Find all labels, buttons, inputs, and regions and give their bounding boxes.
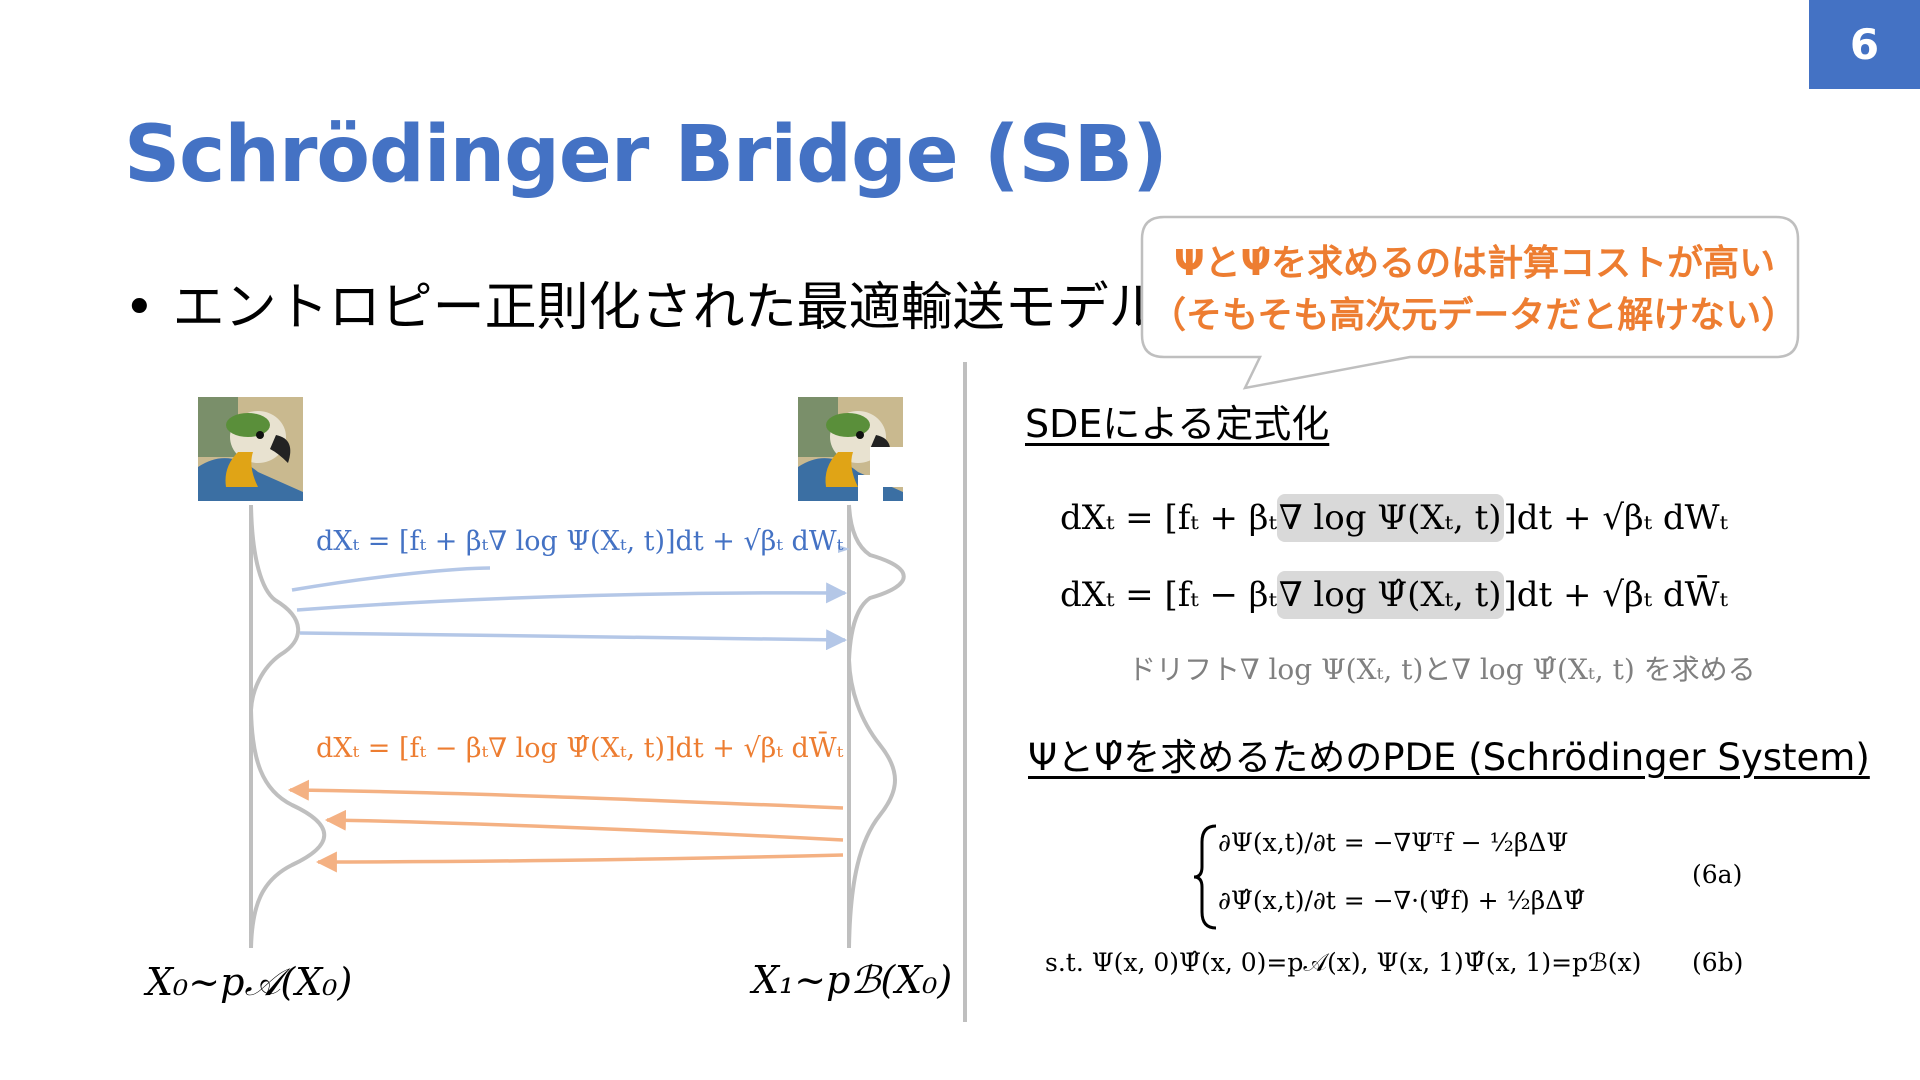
page-number: 6 (1809, 0, 1920, 89)
target-parrot-image (798, 397, 903, 501)
sde-equation-backward: dXₜ = [fₜ − βₜ∇ log Ψ̂(Xₜ, t)]dt + √βₜ d… (1060, 571, 1728, 619)
callout-text: ΨとΨ̂を求めるのは計算コストが高い （そもそも高次元データだと解けない） (1150, 238, 1810, 342)
bullet-text: エントロピー正則化された最適輸送モデル (172, 278, 1161, 338)
bridge-diagram (248, 504, 906, 949)
slide-title: Schrödinger Bridge (SB) (124, 110, 1168, 200)
pde-tag-6a: (6a) (1692, 860, 1743, 889)
callout-bubble (1140, 215, 1800, 390)
pde-equation-a: ∂Ψ(x,t)/∂t = −∇Ψᵀf − ½βΔΨ (1218, 828, 1569, 857)
constraint-tag-6b: (6b) (1692, 948, 1744, 977)
eq1-suffix: ]dt + √βₜ dWₜ (1503, 498, 1728, 538)
bullet-point: • エントロピー正則化された最適輸送モデル (124, 265, 1161, 340)
column-divider (963, 362, 967, 1022)
callout-line-1: ΨとΨ̂を求めるのは計算コストが高い (1174, 243, 1776, 284)
sde-heading: SDEによる定式化 (1025, 402, 1330, 446)
pde-equation-b: ∂Ψ̂(x,t)/∂t = −∇·(Ψ̂f) + ½βΔΨ̂ (1218, 886, 1586, 915)
bullet-marker: • (124, 278, 155, 338)
pde-heading: ΨとΨ̂を求めるためのPDE (Schrödinger System) (1028, 736, 1870, 779)
callout-line-2: （そもそも高次元データだと解けない） (1150, 295, 1798, 336)
boundary-constraint: s.t. Ψ(x, 0)Ψ̂(x, 0)=p𝒜(x), Ψ(x, 1)Ψ̂(x,… (1045, 948, 1642, 977)
backward-arrows (287, 779, 844, 873)
sde-equation-forward: dXₜ = [fₜ + βₜ∇ log Ψ(Xₜ, t)]dt + √βₜ dW… (1060, 494, 1728, 542)
system-brace (1193, 824, 1217, 930)
target-distribution-label: X₁~pℬ(X₀) (752, 958, 953, 1002)
eq1-drift-highlight: ∇ log Ψ(Xₜ, t) (1276, 494, 1504, 542)
eq2-drift-highlight: ∇ log Ψ̂(Xₜ, t) (1276, 571, 1504, 619)
eq1-prefix: dXₜ = [fₜ + βₜ (1060, 498, 1277, 538)
source-distribution-label: X₀~p𝒜(X₀) (146, 960, 353, 1004)
forward-arrows (291, 545, 850, 651)
forward-sde-label: dXₜ = [fₜ + βₜ∇ log Ψ(Xₜ, t)]dt + √βₜ dW… (316, 526, 844, 557)
eq2-prefix: dXₜ = [fₜ − βₜ (1060, 575, 1277, 615)
backward-sde-label: dXₜ = [fₜ − βₜ∇ log Ψ̂(Xₜ, t)]dt + √βₜ d… (316, 733, 844, 764)
target-distribution (846, 504, 906, 949)
source-parrot-image (198, 397, 303, 501)
drift-note: ドリフト∇ log Ψ(Xₜ, t)と∇ log Ψ̂(Xₜ, t) を求める (1128, 653, 1756, 686)
eq2-suffix: ]dt + √βₜ dW̄ₜ (1503, 575, 1728, 615)
source-distribution (248, 504, 326, 949)
